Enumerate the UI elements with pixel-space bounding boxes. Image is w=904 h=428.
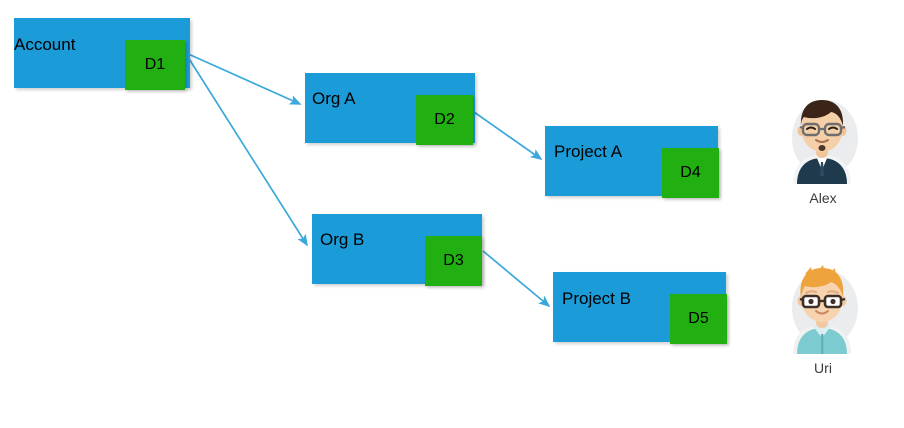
person-uri[interactable]: Uri <box>775 258 871 376</box>
node-label-org-a: Org A <box>312 89 356 108</box>
badge-label-d4: D4 <box>680 164 701 181</box>
node-label-account: Account <box>14 35 76 54</box>
badge-d3[interactable]: D3 <box>425 236 482 286</box>
badge-d1[interactable]: D1 <box>125 40 185 90</box>
badge-d5[interactable]: D5 <box>670 294 727 344</box>
person-name-alex: Alex <box>809 190 837 206</box>
person-alex[interactable]: Alex <box>775 88 871 206</box>
node-label-project-a: Project A <box>554 142 623 161</box>
edge-org-a-to-project-a <box>473 111 543 160</box>
node-label-project-b: Project B <box>562 289 631 308</box>
badge-label-d3: D3 <box>443 252 464 269</box>
badge-label-d2: D2 <box>434 111 455 128</box>
edge-account-to-org-a <box>185 52 302 105</box>
avatar-alex <box>792 100 858 184</box>
badge-label-d1: D1 <box>144 56 166 73</box>
badge-d4[interactable]: D4 <box>662 148 719 198</box>
person-name-uri: Uri <box>814 360 832 376</box>
edge-org-b-to-project-b <box>482 250 551 308</box>
avatar-uri <box>792 265 858 354</box>
edge-account-to-org-b <box>185 53 308 247</box>
badge-label-d5: D5 <box>688 310 709 327</box>
node-label-org-b: Org B <box>320 230 365 249</box>
badge-d2[interactable]: D2 <box>416 95 473 145</box>
